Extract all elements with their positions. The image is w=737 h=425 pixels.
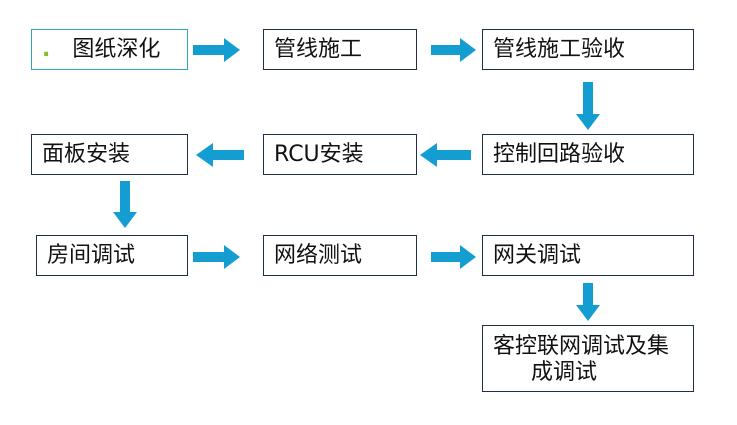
step-label: 图纸深化 xyxy=(72,36,161,62)
arrow-s4-s5 xyxy=(420,143,471,167)
step-pipeline-acceptance: 管线施工验收 xyxy=(482,29,694,70)
step-pipeline-construction: 管线施工 xyxy=(263,29,417,70)
arrow-s3-s4 xyxy=(576,82,600,130)
step-label-line2: 成调试 xyxy=(531,360,598,385)
step-label: 面板安装 xyxy=(42,141,131,167)
step-label: 房间调试 xyxy=(47,242,136,268)
step-label: 网关调试 xyxy=(493,242,582,268)
arrow-s6-s7 xyxy=(113,181,137,228)
step-label: 管线施工验收 xyxy=(493,36,626,62)
step-gateway-debugging: 网关调试 xyxy=(482,235,694,276)
step-rcu-installation: RCU安装 xyxy=(263,134,417,175)
arrow-s2-s3 xyxy=(431,38,476,62)
step-label: 管线施工 xyxy=(274,36,363,62)
bullet-dot: . xyxy=(42,36,51,62)
arrow-s1-s2 xyxy=(193,38,240,62)
step-label-line1: 客控联网调试及集 xyxy=(493,334,670,359)
arrow-s5-s6 xyxy=(196,143,244,167)
arrow-s8-s9 xyxy=(431,245,476,269)
step-label: RCU安装 xyxy=(274,141,364,167)
step-control-loop-acceptance: 控制回路验收 xyxy=(482,134,694,175)
step-room-debugging: 房间调试 xyxy=(36,235,188,276)
step-label: 控制回路验收 xyxy=(493,141,626,167)
arrow-s9-s10 xyxy=(576,283,600,321)
step-blueprint-deepening: . 图纸深化 xyxy=(31,29,188,70)
step-network-test: 网络测试 xyxy=(263,235,417,276)
step-label: 网络测试 xyxy=(274,242,363,268)
step-guest-control-integration: 客控联网调试及集 成调试 xyxy=(482,325,694,392)
arrow-s7-s8 xyxy=(193,245,240,269)
step-panel-installation: 面板安装 xyxy=(31,134,188,175)
